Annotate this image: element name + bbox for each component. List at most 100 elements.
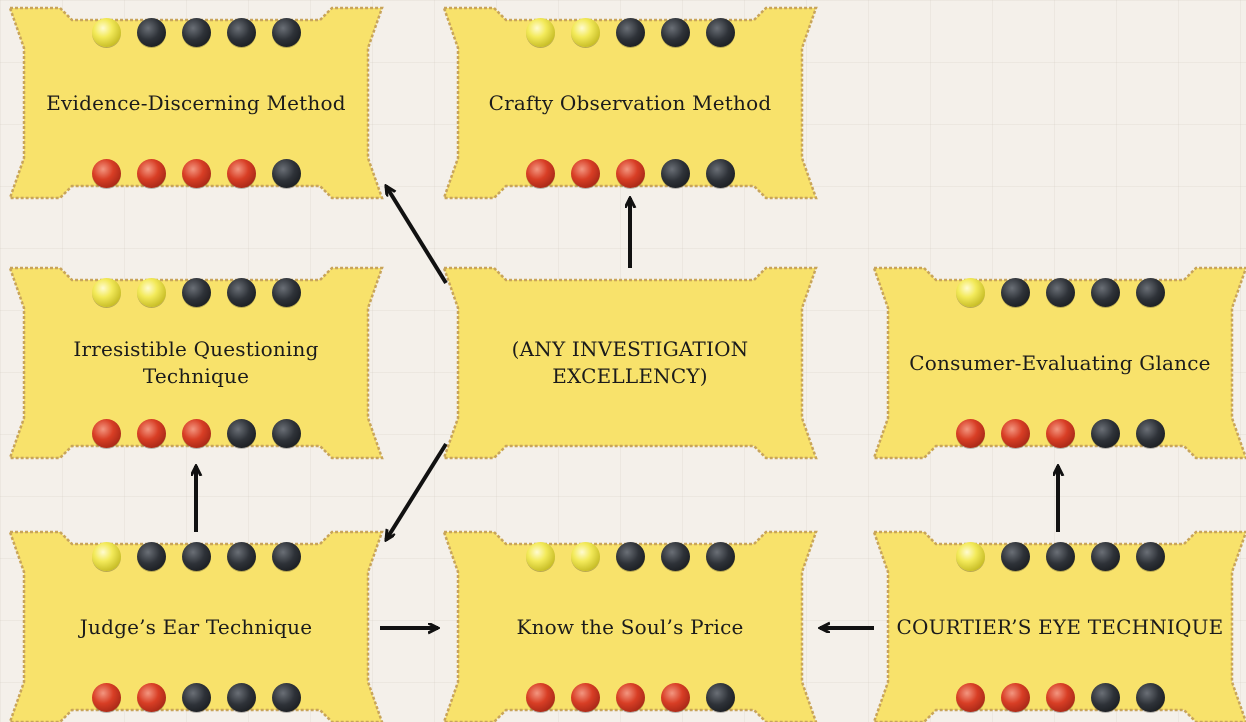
black-dot: [271, 159, 301, 188]
black-dot: [271, 683, 301, 712]
red-dot: [1045, 419, 1075, 448]
red-dot: [615, 159, 645, 188]
red-dot: [615, 683, 645, 712]
red-dot: [525, 159, 555, 188]
red-dot: [1000, 419, 1030, 448]
black-dot: [181, 542, 211, 571]
black-dot: [1090, 542, 1120, 571]
black-dot: [181, 18, 211, 47]
node-label: COURTIER’S EYE TECHNIQUE: [896, 614, 1224, 639]
black-dot: [705, 683, 735, 712]
red-dot: [955, 419, 985, 448]
node-label: Consumer-Evaluating Glance: [909, 350, 1211, 375]
red-dot: [1000, 683, 1030, 712]
node-label: Judge’s Ear Technique: [79, 614, 313, 639]
black-dot: [226, 542, 256, 571]
red-dot: [136, 419, 166, 448]
black-dot: [271, 18, 301, 47]
black-dot: [181, 278, 211, 307]
black-dot: [705, 542, 735, 571]
red-dot: [91, 159, 121, 188]
node-label: Know the Soul’s Price: [516, 614, 744, 639]
black-dot: [1045, 278, 1075, 307]
black-dot: [1000, 278, 1030, 307]
yellow-dot: [570, 542, 600, 571]
black-dot: [271, 542, 301, 571]
yellow-dot: [91, 278, 121, 307]
yellow-dot: [570, 18, 600, 47]
yellow-dot: [91, 18, 121, 47]
black-dot: [1090, 419, 1120, 448]
yellow-dot: [136, 278, 166, 307]
black-dot: [181, 683, 211, 712]
yellow-dot: [525, 542, 555, 571]
red-dot: [181, 419, 211, 448]
black-dot: [226, 683, 256, 712]
black-dot: [660, 159, 690, 188]
bottom-dot-row: [10, 419, 382, 448]
top-dot-row: [10, 278, 382, 307]
black-dot: [1045, 542, 1075, 571]
black-dot: [271, 278, 301, 307]
red-dot: [181, 159, 211, 188]
node-crafty[interactable]: Crafty Observation Method: [442, 6, 818, 200]
black-dot: [136, 542, 166, 571]
red-dot: [1045, 683, 1075, 712]
node-evidence[interactable]: Evidence-Discerning Method: [8, 6, 384, 200]
red-dot: [136, 683, 166, 712]
black-dot: [226, 419, 256, 448]
black-dot: [1135, 278, 1165, 307]
yellow-dot: [955, 278, 985, 307]
node-label: Irresistible Questioning Technique: [73, 337, 319, 388]
black-dot: [615, 18, 645, 47]
node-consumer[interactable]: Consumer-Evaluating Glance: [872, 266, 1246, 460]
bottom-dot-row: [874, 683, 1246, 712]
black-dot: [1135, 419, 1165, 448]
red-dot: [91, 683, 121, 712]
arrow-any-to-judge: [386, 442, 448, 540]
top-dot-row: [10, 542, 382, 571]
black-dot: [271, 419, 301, 448]
red-dot: [226, 159, 256, 188]
top-dot-row: [444, 18, 816, 47]
node-label: (ANY INVESTIGATION EXCELLENCY): [511, 337, 749, 388]
red-dot: [570, 159, 600, 188]
red-dot: [955, 683, 985, 712]
black-dot: [660, 18, 690, 47]
bottom-dot-row: [10, 683, 382, 712]
black-dot: [705, 159, 735, 188]
arrow-any-to-evidence: [386, 186, 448, 285]
black-dot: [1090, 683, 1120, 712]
top-dot-row: [444, 542, 816, 571]
bottom-dot-row: [444, 159, 816, 188]
black-dot: [136, 18, 166, 47]
top-dot-row: [10, 18, 382, 47]
node-judge[interactable]: Judge’s Ear Technique: [8, 530, 384, 722]
red-dot: [136, 159, 166, 188]
black-dot: [226, 18, 256, 47]
black-dot: [1135, 542, 1165, 571]
red-dot: [570, 683, 600, 712]
black-dot: [1135, 683, 1165, 712]
node-irresistible[interactable]: Irresistible Questioning Technique: [8, 266, 384, 460]
black-dot: [615, 542, 645, 571]
bottom-dot-row: [874, 419, 1246, 448]
node-label: Evidence-Discerning Method: [46, 90, 346, 115]
red-dot: [660, 683, 690, 712]
black-dot: [705, 18, 735, 47]
node-label: Crafty Observation Method: [488, 90, 772, 115]
top-dot-row: [874, 278, 1246, 307]
black-dot: [1090, 278, 1120, 307]
node-courtier[interactable]: COURTIER’S EYE TECHNIQUE: [872, 530, 1246, 722]
yellow-dot: [525, 18, 555, 47]
card-shape: [442, 266, 818, 460]
red-dot: [525, 683, 555, 712]
node-any[interactable]: (ANY INVESTIGATION EXCELLENCY): [442, 266, 818, 460]
black-dot: [660, 542, 690, 571]
bottom-dot-row: [444, 683, 816, 712]
bottom-dot-row: [10, 159, 382, 188]
red-dot: [91, 419, 121, 448]
node-soul[interactable]: Know the Soul’s Price: [442, 530, 818, 722]
yellow-dot: [955, 542, 985, 571]
